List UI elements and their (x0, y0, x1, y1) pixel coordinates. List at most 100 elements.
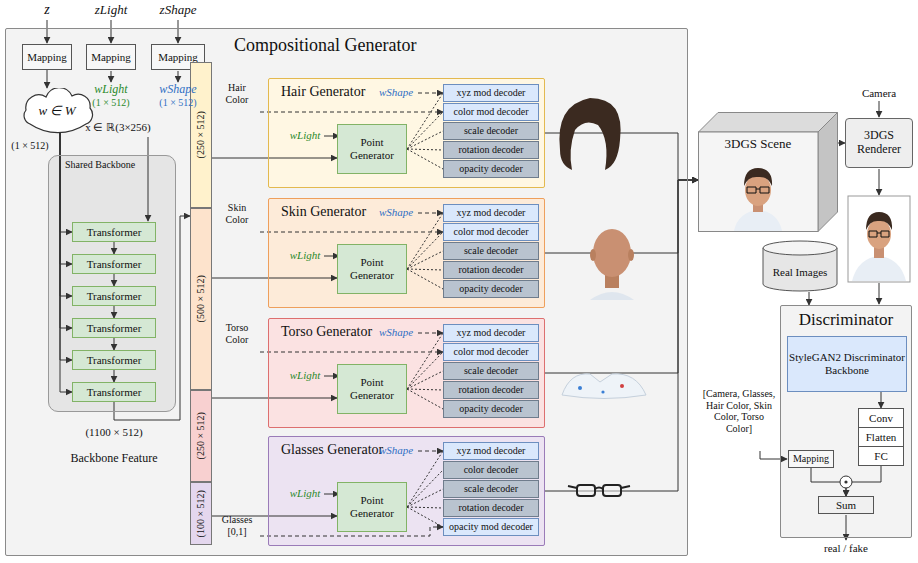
dimension-label: (1 × 512) (81, 97, 141, 109)
box-label: Conv (869, 412, 893, 425)
panel-fill (5, 28, 688, 556)
latent-label: wLight (286, 487, 324, 500)
condition-label: Glasses [0,1] (216, 514, 258, 537)
dotted-link (407, 507, 443, 508)
database-cylinder: Real Images (762, 240, 838, 292)
decoder-box: scale decoder (443, 480, 539, 498)
box-label: w ∈ W (39, 104, 76, 119)
decoder-box: rotation decoder (443, 499, 539, 517)
dotted-link (407, 389, 443, 409)
dotted-link (407, 389, 443, 390)
dotted-link (407, 489, 443, 507)
box-label: xyz mod decoder (457, 327, 526, 339)
panel-fill (268, 78, 545, 188)
dotted-link (407, 213, 443, 269)
box-front-face (699, 132, 819, 232)
box-label: Mapping (793, 453, 829, 465)
latent-label: wShape (376, 444, 416, 457)
label-holder: Skin Color (216, 202, 258, 225)
connector-arrow (838, 143, 845, 144)
face-illustration (734, 210, 782, 231)
panel-fill (780, 305, 912, 538)
condition-arrow (260, 232, 443, 233)
label-holder: wShape (376, 86, 416, 99)
box-label: opacity mod decoder (449, 521, 533, 533)
decoder-box: opacity mod decoder (443, 518, 539, 536)
sum-box: Sum (818, 496, 874, 514)
input-arrow (178, 20, 179, 43)
glasses-illustration (568, 486, 630, 489)
box-label: (500 × 512) (195, 275, 207, 322)
transformer-box: Transformer (72, 222, 156, 242)
decoder-box: xyz mod decoder (443, 204, 539, 222)
box-label: (250 × 512) (195, 412, 207, 459)
box-label: xyz mod decoder (457, 445, 526, 457)
dotted-link (407, 93, 443, 149)
skin-illustration (628, 249, 634, 261)
box-label: (250 × 512) (195, 111, 207, 158)
skin-illustration (590, 249, 596, 261)
label-holder: Backbone Feature (50, 452, 178, 466)
box-label: Mapping (91, 51, 131, 64)
decoder-box: xyz mod decoder (443, 442, 539, 460)
input-arrow (47, 20, 48, 43)
panel-fill (48, 155, 176, 412)
discriminator-panel: DiscriminatorStyleGAN2 Discriminator Bac… (780, 305, 912, 538)
label-holder: wShape (148, 83, 208, 97)
dotted-link (407, 149, 443, 150)
panel-title: Shared Backbone (65, 159, 135, 171)
box-label: Transformer (87, 226, 142, 239)
layer-box: Flatten (858, 427, 904, 447)
transformer-box: Transformer (72, 254, 156, 274)
panel-title: Compositional Generator (234, 35, 416, 56)
skin-illustration (590, 292, 634, 300)
input-symbol: zShape (151, 3, 205, 18)
input-arrow (111, 20, 112, 43)
panel-fill (268, 198, 545, 308)
box-label: Point Generator (338, 136, 406, 161)
mapping-box: Mapping (788, 450, 834, 468)
cylinder-top (763, 241, 837, 255)
label-holder: Hair Color (216, 82, 258, 105)
box-label: color mod decoder (454, 106, 529, 118)
decoder-box: opacity decoder (443, 160, 539, 178)
decoder-box: color mod decoder (443, 343, 539, 361)
box-label: Transformer (87, 290, 142, 303)
box-label: color mod decoder (454, 226, 529, 238)
connector-arrow (60, 133, 72, 232)
transformer-box: Transformer (72, 382, 156, 402)
decoder-box: opacity decoder (443, 400, 539, 418)
connector-arrow (114, 242, 115, 254)
box-label: Mapping (27, 51, 67, 64)
point-generator-box: Point Generator (337, 482, 407, 532)
output-label: real / fake (811, 542, 881, 555)
point-generator-box: Point Generator (337, 244, 407, 294)
dotted-link (407, 131, 443, 149)
point-generator-box: Point Generator (337, 124, 407, 174)
box-label: Transformer (87, 322, 142, 335)
label-holder: wLight (81, 83, 141, 97)
box-label: (100 × 512) (195, 490, 207, 537)
renderer-box: 3DGS Renderer (845, 118, 913, 168)
box-label: rotation decoder (458, 502, 523, 514)
connector-arrow (114, 274, 115, 286)
condition-arrow (418, 333, 443, 334)
panel-title: Glasses Generator (281, 442, 383, 458)
render-arrow (879, 283, 880, 304)
dimension-label: (1 × 512) (4, 140, 56, 152)
glasses-illustration (577, 485, 595, 496)
latent-label: wShape (376, 206, 416, 219)
box-label: Real Images (773, 266, 828, 279)
connector-arrow (212, 278, 337, 279)
box-label: opacity decoder (459, 163, 523, 175)
point-generator-box: Point Generator (337, 364, 407, 414)
camera-arrow (879, 101, 880, 117)
output-arrow (178, 71, 179, 82)
layer-box: Conv (858, 408, 904, 428)
label-holder: Glasses [0,1] (216, 514, 258, 537)
connector-arrow (881, 392, 882, 408)
dotted-link (407, 232, 443, 269)
dotted-link (407, 451, 443, 507)
label-holder: Torso Color (216, 322, 258, 345)
